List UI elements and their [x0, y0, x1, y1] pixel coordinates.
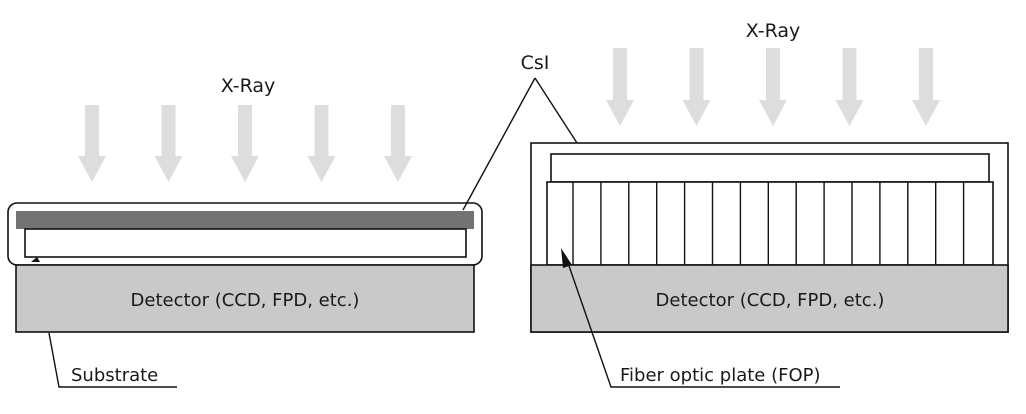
xray-arrow-icon: [154, 105, 183, 182]
left-xray-arrows: [78, 105, 412, 182]
fop-leader-line: [567, 262, 840, 388]
xray-arrow-icon: [78, 105, 106, 182]
fiber-optic-plate: [546, 181, 994, 266]
substrate-arrowhead-icon: [31, 257, 40, 262]
fop-label: Fiber optic plate (FOP): [620, 365, 821, 386]
substrate-leader-line: [48, 332, 177, 388]
left-substrate-layer: [24, 228, 467, 258]
right-xray-label: X-Ray: [746, 20, 801, 42]
left-xray-label: X-Ray: [221, 75, 276, 97]
xray-arrow-icon: [231, 105, 259, 182]
xray-arrow-icon: [759, 48, 787, 126]
xray-arrow-icon: [912, 48, 940, 126]
substrate-label: Substrate: [71, 365, 158, 386]
right-csi-layer: [550, 153, 990, 183]
left-diagram: X-Ray Detector (CCD, FPD, etc.) Substrat…: [7, 75, 483, 388]
right-detector: [530, 264, 1009, 333]
csi-label: CsI: [521, 52, 550, 74]
xray-arrow-icon: [835, 48, 864, 126]
xray-arrow-icon: [606, 48, 634, 126]
right-detector-label: Detector (CCD, FPD, etc.): [656, 290, 885, 311]
xray-arrow-icon: [682, 48, 711, 126]
right-diagram: X-Ray Detector (CCD, FPD, etc.) Fiber op…: [530, 20, 1009, 388]
left-detector: [15, 264, 475, 333]
fop-arrowhead-icon: [561, 248, 572, 268]
left-csi-layer: [16, 211, 474, 229]
left-detector-label: Detector (CCD, FPD, etc.): [131, 290, 360, 311]
fop-fibers: [572, 182, 965, 265]
xray-arrow-icon: [307, 105, 336, 182]
right-xray-arrows: [606, 48, 940, 126]
csi-leader-left: [462, 77, 536, 211]
xray-arrow-icon: [384, 105, 412, 182]
